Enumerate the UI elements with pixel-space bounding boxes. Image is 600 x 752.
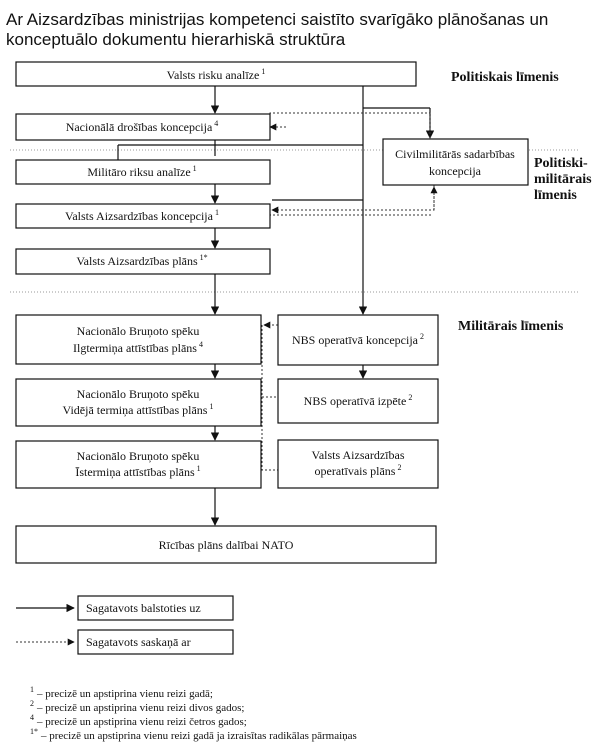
legend-solid-label: Sagatavots balstoties uz (86, 601, 201, 615)
legend-solid-box (77, 595, 234, 621)
legend-dotted-label: Sagatavots saskaņā ar (86, 635, 191, 649)
footnotes: 1– precizē un apstiprina vienu reizi gad… (30, 685, 357, 742)
box-shortterm-line-1: Nacionālo Bruņoto spēku (77, 449, 200, 463)
box-longterm-plan: Nacionālo Bruņoto spēku Ilgtermiņa attīs… (15, 314, 262, 365)
box-longterm-line-1: Nacionālo Bruņoto spēku (77, 324, 200, 338)
box-midterm-plan: Nacionālo Bruņoto spēku Vidējā termiņa a… (15, 378, 262, 427)
box-midterm-line-1: Nacionālo Bruņoto spēku (77, 387, 200, 401)
dotted-vertical-military (261, 325, 278, 471)
box-nato-plan-label: Rīcības plāns dalībai NATO (159, 538, 294, 552)
level-polmil-3: līmenis (534, 188, 577, 203)
title-line-2: konceptuālo dokumentu hierarhiskā strukt… (6, 30, 346, 49)
dotted-civmil-to-security (269, 112, 431, 138)
box-civil-military-line-2: koncepcija (429, 164, 482, 178)
legend-dotted-box (77, 629, 234, 655)
footnote-3: 4– precizē un apstiprina vienu reizi čet… (30, 713, 247, 728)
footnote-4: 1*– precizē un apstiprina vienu reizi ga… (30, 727, 357, 742)
title-line-1: Ar Aizsardzības ministrijas kompetenci s… (6, 10, 548, 29)
level-political: Politiskais līmenis (451, 70, 559, 85)
level-military: Militārais līmenis (458, 319, 564, 334)
box-operational-plan-line-1: Valsts Aizsardzības (312, 448, 405, 462)
footnote-1: 1– precizē un apstiprina vienu reizi gad… (30, 685, 213, 700)
box-civil-military-line-1: Civilmilitārās sadarbības (395, 147, 515, 161)
box-shortterm-plan: Nacionālo Bruņoto spēku Īstermiņa attīst… (15, 440, 262, 489)
box-civil-military: Civilmilitārās sadarbības koncepcija (382, 138, 529, 186)
level-polmil-1: Politiski- (534, 156, 588, 171)
legend: Sagatavots balstoties uz Sagatavots sask… (16, 595, 234, 655)
dotted-concept-to-civmil (271, 185, 435, 214)
footnote-2: 2– precizē un apstiprina vienu reizi div… (30, 699, 244, 714)
level-polmil-2: militārais (534, 172, 592, 187)
box-nato-plan: Rīcības plāns dalībai NATO (15, 525, 437, 564)
